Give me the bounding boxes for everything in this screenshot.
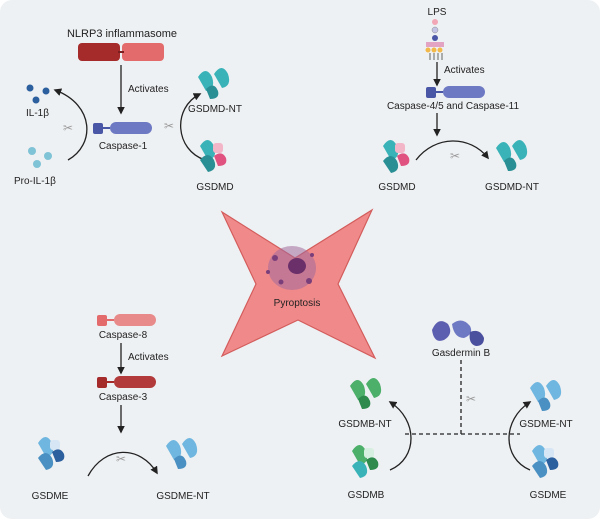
gsdme-cleavage-arrow-left [87,451,158,477]
gsdmd-cleavage-arrow-right [415,140,489,161]
scissors-icon-2: ✂ [164,119,174,133]
gsdme-left-label: GSDME [31,491,69,502]
gsdme-nt-left-icon [166,438,198,469]
gasdermin-b-label: Gasdermin B [431,348,491,359]
pro-il1b-label: Pro-IL-1β [14,176,56,187]
gsdme-nt-left-label: GSDME-NT [156,491,210,502]
gsdme-nt-right-icon [530,380,562,411]
gsdmd-left-label: GSDMD [196,182,234,193]
pyroptosis-label: Pyroptosis [273,298,321,309]
il1b-label: IL-1β [26,108,49,119]
il1b-molecules-icon [26,84,50,104]
gsdmb-cleavage-arrow [388,401,412,471]
activates-label-2: Activates [444,65,485,76]
lps-molecule-icon [425,19,444,60]
gsdme-nt-right-label: GSDME-NT [519,419,573,430]
gsdmd-right-label: GSDMD [378,182,416,193]
gsdmb-nt-label: GSDMB-NT [338,419,392,430]
caspase-4-5-11-icon [426,86,485,98]
scissors-icon-1: ✂ [63,121,73,135]
gsdmb-icon [352,445,379,478]
activates-label-1: Activates [128,84,169,95]
caspase8-icon [97,314,156,326]
gsdme-left-icon [38,437,65,470]
caspase3-label: Caspase-3 [98,392,148,403]
gsdmb-label: GSDMB [347,490,385,501]
caspase-4-5-11-label: Caspase-4/5 and Caspase-11 [386,101,520,112]
pro-il1b-molecules-icon [28,147,52,168]
scissors-icon-4: ✂ [116,452,126,466]
gsdmd-nt-left-icon [198,68,230,99]
nlrp3-inflammasome-icon [78,43,164,61]
gsdme-right-label: GSDME [529,490,567,501]
caspase1-label: Caspase-1 [98,141,148,152]
gsdmd-nt-left-label: GSDMD-NT [188,104,242,115]
gasdermin-b-icon [432,320,484,346]
lps-label: LPS [427,7,447,18]
nlrp3-label: NLRP3 inflammasome [66,28,178,40]
gsdmd-right-icon [383,140,410,173]
gsdme-cleavage-arrow-right [508,401,532,471]
gsdme-right-icon [532,445,559,478]
caspase3-icon [97,376,156,388]
activates-label-3: Activates [128,352,169,363]
scissors-icon-5: ✂ [466,392,476,406]
gsdmd-nt-right-icon [496,140,528,171]
gsdmb-nt-icon [350,378,382,409]
dying-cell-icon [266,246,316,290]
gsdmd-cleavage-arrow-left [180,93,206,161]
scissors-icon-3: ✂ [450,149,460,163]
gsdmd-nt-right-label: GSDMD-NT [485,182,539,193]
il1b-cleavage-arrow [53,88,88,161]
caspase1-icon [93,122,152,134]
gsdmd-left-icon [200,140,227,172]
caspase8-label: Caspase-8 [98,330,148,341]
